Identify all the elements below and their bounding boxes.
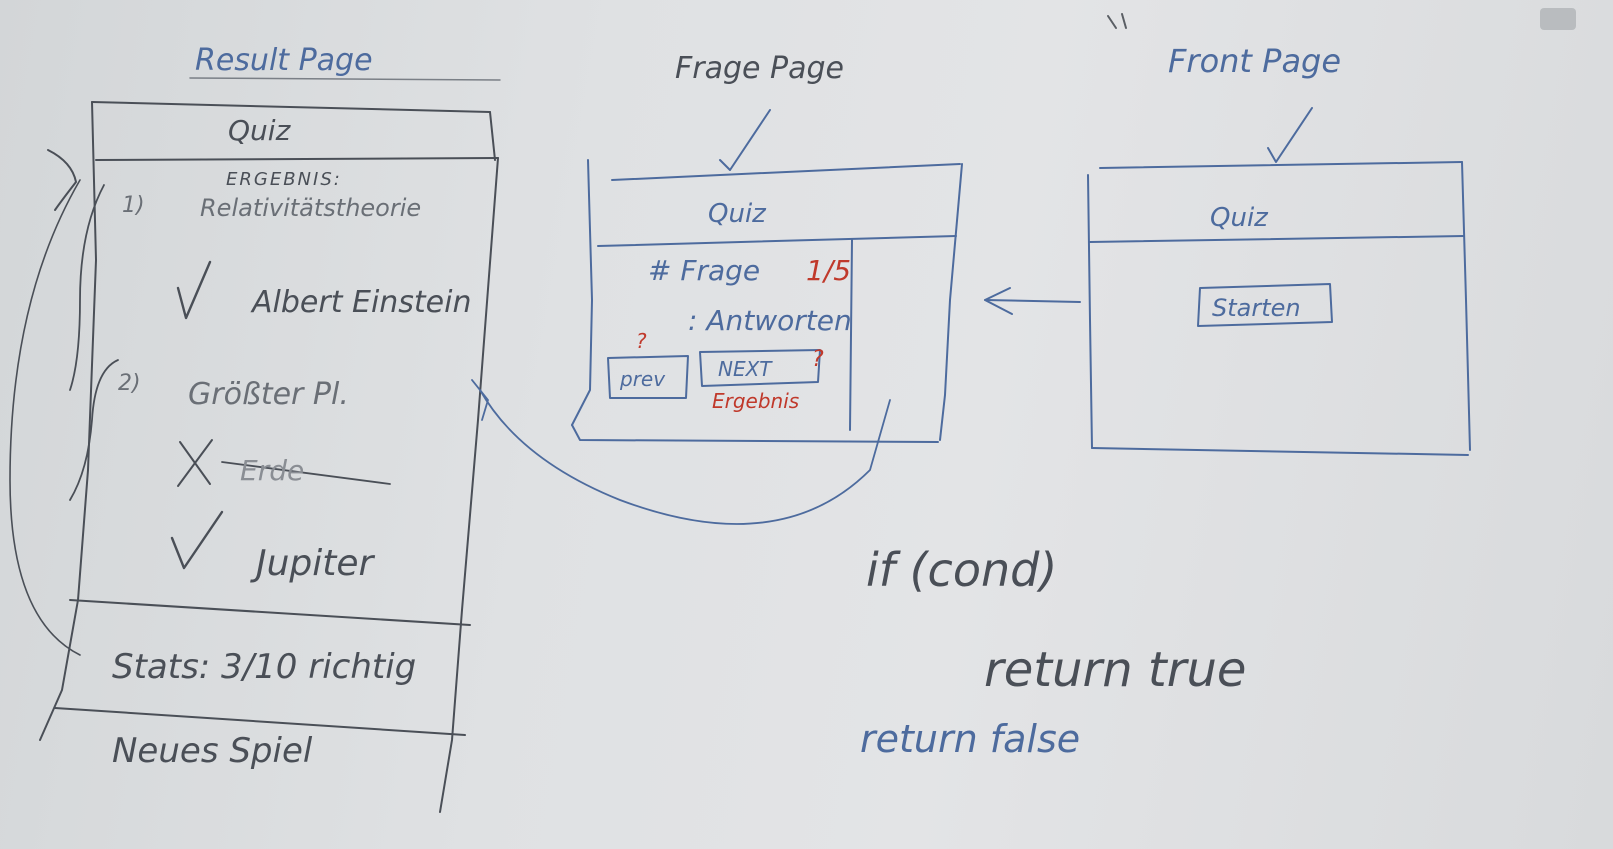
new-game-button-label[interactable]: Neues Spiel bbox=[112, 731, 313, 771]
result-page-title: Result Page bbox=[195, 43, 373, 78]
q2-number: 2) bbox=[118, 371, 141, 396]
ergebnis-note: Ergebnis bbox=[712, 389, 799, 413]
frage-quiz-header: Quiz bbox=[708, 199, 767, 229]
frage-count: 1/5 bbox=[806, 254, 851, 287]
q2-text: Größter Pl. bbox=[188, 377, 349, 412]
antworten-label: : Antworten bbox=[688, 304, 852, 337]
magnet-icon bbox=[1540, 8, 1576, 30]
q1-number: 1) bbox=[122, 193, 145, 218]
question-mark-prev: ? bbox=[636, 329, 647, 353]
code-line-return-false: return false bbox=[860, 717, 1080, 761]
q2-answer: Jupiter bbox=[250, 543, 376, 584]
q1-text: Relativitätstheorie bbox=[200, 194, 421, 222]
magnet-marks bbox=[1107, 13, 1127, 29]
cross-icon bbox=[177, 439, 213, 487]
result-quiz-header: Quiz bbox=[228, 114, 292, 147]
code-line-if: if (cond) bbox=[866, 543, 1057, 597]
stats-text: Stats: 3/10 richtig bbox=[112, 647, 416, 687]
frage-page-title: Frage Page bbox=[675, 51, 844, 86]
q1-answer: Albert Einstein bbox=[250, 285, 472, 320]
start-box bbox=[1197, 283, 1333, 327]
question-mark-next: ? bbox=[812, 347, 824, 372]
check-icon bbox=[176, 260, 212, 320]
q2-wrong-answer: Erde bbox=[240, 454, 304, 487]
front-quiz-header: Quiz bbox=[1210, 203, 1269, 233]
check-icon bbox=[170, 510, 224, 570]
next-box bbox=[699, 349, 821, 387]
start-button[interactable]: Starten bbox=[1212, 294, 1301, 322]
frage-page-sketch bbox=[471, 109, 1081, 525]
next-button[interactable]: NEXT bbox=[718, 357, 773, 381]
result-ergebnis-label: ERGEBNIS: bbox=[226, 169, 342, 190]
prev-box bbox=[607, 355, 689, 399]
front-page-title: Front Page bbox=[1168, 42, 1341, 80]
code-line-return-true: return true bbox=[984, 642, 1246, 698]
frage-label: # Frage bbox=[648, 254, 760, 287]
prev-button[interactable]: prev bbox=[619, 367, 666, 391]
front-page-sketch bbox=[1087, 107, 1471, 456]
result-page-sketch bbox=[9, 77, 501, 813]
